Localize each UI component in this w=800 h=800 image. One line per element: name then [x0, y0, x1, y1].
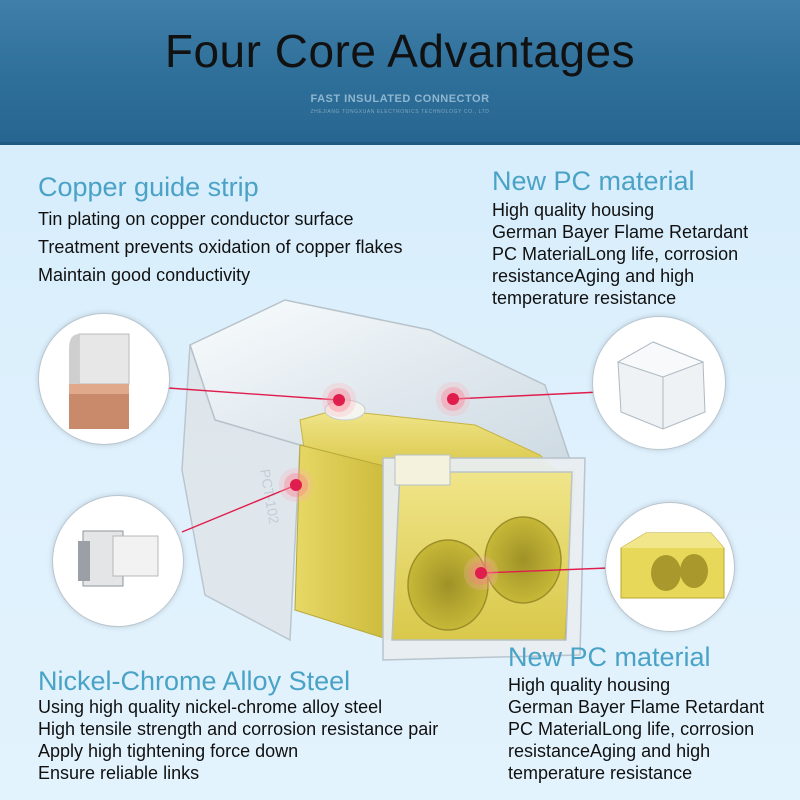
detail-circle-copper-strip	[38, 313, 170, 445]
release-tab	[394, 454, 451, 486]
feature-line: Using high quality nickel-chrome alloy s…	[38, 697, 383, 717]
feature-line: temperature resistance	[492, 288, 677, 308]
pointer-line-top-right	[452, 391, 601, 400]
feature-line: High tensile strength and corrosion resi…	[38, 719, 439, 739]
feature-line: High quality housing	[492, 200, 655, 220]
page-title: Four Core Advantages	[164, 25, 636, 77]
pointer-line-bottom-left	[181, 484, 297, 533]
pointer-line-top-left	[167, 387, 339, 401]
feature-heading-alloy-steel: Nickel-Chrome Alloy Steel	[38, 666, 351, 696]
detail-circle-alloy-steel	[52, 495, 184, 627]
housing-left-side	[181, 344, 301, 642]
feature-line: PC MaterialLong life, corrosion	[508, 719, 755, 739]
feature-line: Ensure reliable links	[38, 763, 200, 783]
pc-housing-image	[616, 341, 706, 430]
feature-line: Treatment prevents oxidation of copper f…	[38, 237, 403, 257]
copper-strip-image	[69, 333, 130, 429]
feature-heading-copper-strip: Copper guide strip	[38, 172, 259, 202]
feature-line: Tin plating on copper conductor surface	[38, 209, 354, 229]
pc-insert-image	[620, 532, 725, 599]
housing-front-frame	[382, 457, 586, 661]
feature-heading-pc-material-bottom: New PC material	[508, 642, 711, 672]
alloy-steel-image	[78, 530, 159, 587]
marker-alloy-steel	[290, 479, 302, 491]
detail-circle-pc-insert	[605, 502, 735, 632]
feature-heading-pc-material-top: New PC material	[492, 166, 695, 196]
wire-hole-right	[484, 516, 562, 604]
marker-pc-insert	[475, 567, 487, 579]
feature-line: High quality housing	[508, 675, 671, 695]
company-name: ZHEJIANG TONGXUAN ELECTRONICS TECHNOLOGY…	[310, 109, 490, 115]
feature-line: German Bayer Flame Retardant	[508, 697, 765, 717]
feature-line: resistanceAging and high	[492, 266, 695, 286]
header-banner	[0, 0, 800, 145]
feature-line: resistanceAging and high	[508, 741, 711, 761]
marker-pc-housing	[447, 393, 459, 405]
feature-line: Maintain good conductivity	[38, 265, 251, 285]
feature-line: Apply high tightening force down	[38, 741, 299, 761]
detail-circle-pc-housing	[592, 316, 726, 450]
feature-line: temperature resistance	[508, 763, 693, 783]
wire-hole-left	[407, 539, 489, 631]
pointer-line-bottom-right	[480, 567, 609, 574]
marker-copper-strip	[333, 394, 345, 406]
feature-line: German Bayer Flame Retardant	[492, 222, 749, 242]
feature-line: PC MaterialLong life, corrosion	[492, 244, 739, 264]
page-subtitle: FAST INSULATED CONNECTOR	[310, 93, 490, 105]
